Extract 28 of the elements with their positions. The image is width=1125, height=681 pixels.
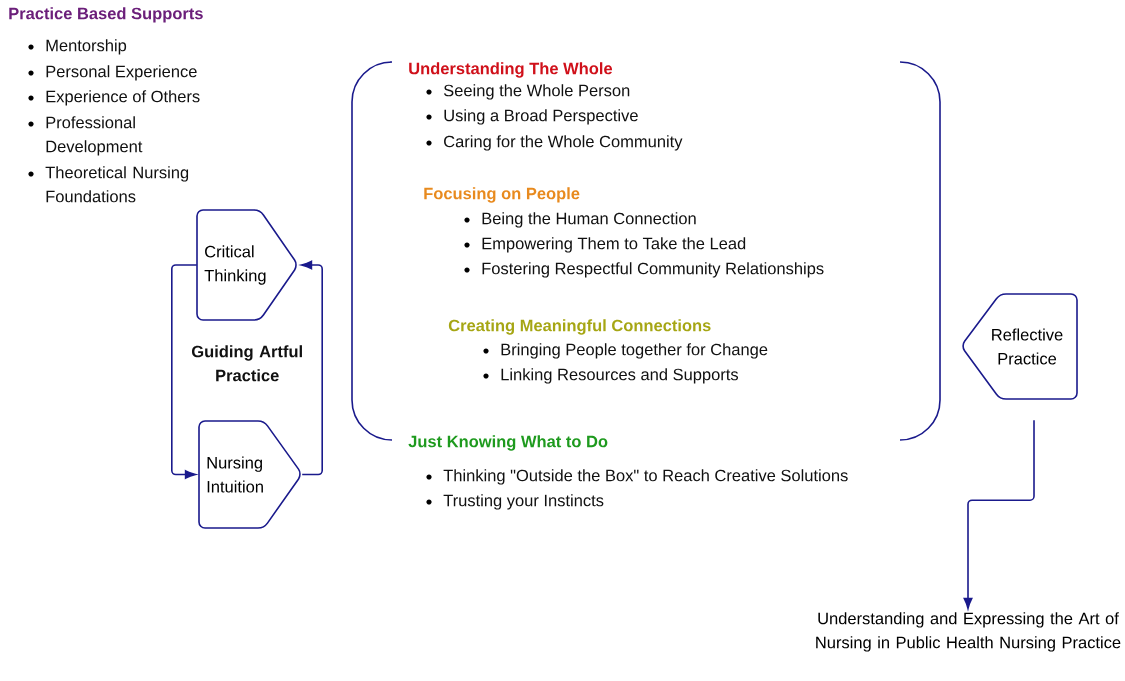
list-item: Mentorship: [46, 39, 127, 55]
outcome-text: Understanding and Expressing the Art of Nursing in Public Health Nursing Practice: [816, 612, 1121, 652]
heading: Creating Meaningful Connections: [448, 319, 711, 335]
list-item: Trusting your Instincts: [443, 494, 604, 510]
list-item: Bringing People together for Change: [501, 343, 768, 359]
heading: Just Knowing What to Do: [408, 435, 608, 451]
list-item: Seeing the Whole Person: [443, 84, 630, 100]
list-item: Experience of Others: [46, 90, 200, 106]
list-item: Fostering Respectful Community Relationships: [482, 262, 824, 278]
list-item: Linking Resources and Supports: [501, 368, 739, 384]
pentagon-box: Nursing Intuition: [198, 420, 301, 529]
heading: Guiding Artful Practice: [191, 345, 302, 382]
arrow: [171, 264, 198, 479]
heading: Understanding The Whole: [409, 62, 613, 78]
arrow: [300, 260, 323, 476]
list-item: Theoretical Nursing Foundations: [45, 166, 189, 203]
list-item: Caring for the Whole Community: [444, 135, 683, 151]
heading: Practice Based Supports: [9, 7, 203, 23]
list-item: Thinking "Outside the Box" to Reach Creative Solutions: [443, 469, 848, 485]
list-item: Personal Experience: [46, 65, 197, 81]
pentagon-box: Reflective Practice: [962, 293, 1078, 400]
list-item: Professional Development: [46, 116, 143, 156]
list-item: Using a Broad Perspective: [444, 109, 638, 125]
list-item: Being the Human Connection: [482, 212, 696, 228]
pentagon-box: Critical Thinking: [196, 209, 297, 321]
arrow: [963, 419, 1035, 610]
list-item: Empowering Them to Take the Lead: [482, 237, 746, 253]
heading: Focusing on People: [424, 187, 580, 203]
